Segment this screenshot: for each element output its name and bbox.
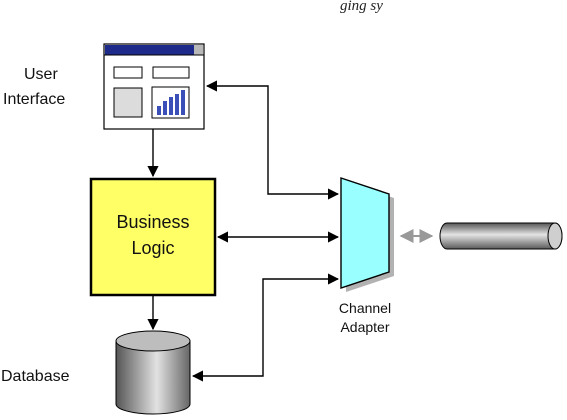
top-text-fragment: ging sy — [340, 0, 383, 14]
ui-adapter-connector — [205, 80, 340, 200]
channel-adapter-label-line2: Adapter — [340, 319, 389, 335]
bar-chart-icon — [151, 86, 190, 119]
database-label: Database — [1, 368, 70, 385]
message-channel-pipe-icon — [439, 222, 563, 250]
database-cylinder-icon — [115, 330, 191, 415]
business-logic-label-line1: Business — [116, 212, 189, 232]
channel-adapter-trapezoid-icon — [340, 177, 394, 292]
channel-adapter-label-line1: Channel — [339, 300, 391, 316]
database-adapter-connector — [191, 273, 340, 382]
window-titlebar — [105, 45, 194, 55]
user-interface-label-line1: User — [24, 66, 58, 83]
window-field-1 — [113, 66, 143, 79]
window-field-2 — [152, 66, 190, 79]
window-close-box — [194, 45, 203, 55]
user-interface-window — [103, 43, 205, 130]
user-interface-label-line2: Interface — [3, 91, 65, 108]
window-panel — [113, 87, 143, 118]
business-logic-label-line2: Logic — [131, 238, 174, 258]
business-logic-box — [89, 177, 217, 297]
